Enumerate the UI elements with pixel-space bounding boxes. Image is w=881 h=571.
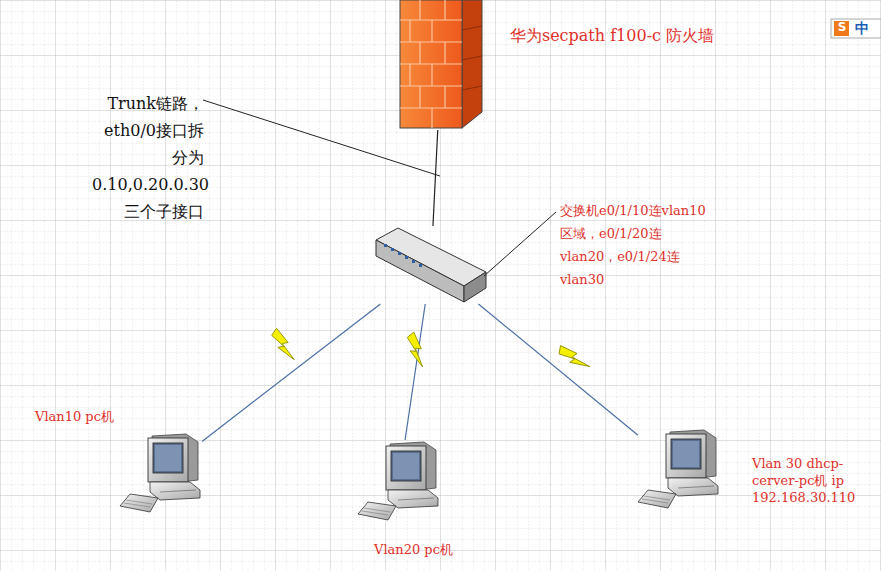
pc-node: Vlan10 pc机 [120,432,202,514]
switch-node: 交换机e0/1/10连vlan10区域，e0/1/20连vlan20，e0/1/… [374,226,488,304]
leader-line [203,100,440,176]
ime-logo: S [836,20,848,35]
trunk-note: Trunk链路，eth0/0接口拆分为0.10,0.20.0.30三个子接口 [92,90,204,225]
device-label: 交换机e0/1/10连vlan10区域，e0/1/20连vlan20，e0/1/… [560,199,710,291]
leader-line [484,212,556,276]
device-label: 华为secpath f100-c 防火墙 [498,22,726,49]
link-line [478,304,638,435]
link-line [433,130,438,226]
pc-node: Vlan20 pc机 [358,440,440,522]
device-label: Vlan10 pc机 [35,408,155,426]
link-line [405,304,425,440]
link-line [202,304,380,441]
device-label: Vlan 30 dhcp-cerver-pc机 ip 192.168.30.11… [752,455,864,506]
firewall-node: 华为secpath f100-c 防火墙 [398,0,484,130]
device-label: Vlan20 pc机 [374,541,494,559]
ime-mode: 中 [852,19,872,38]
pc-node: Vlan 30 dhcp-cerver-pc机 ip 192.168.30.11… [638,428,720,510]
